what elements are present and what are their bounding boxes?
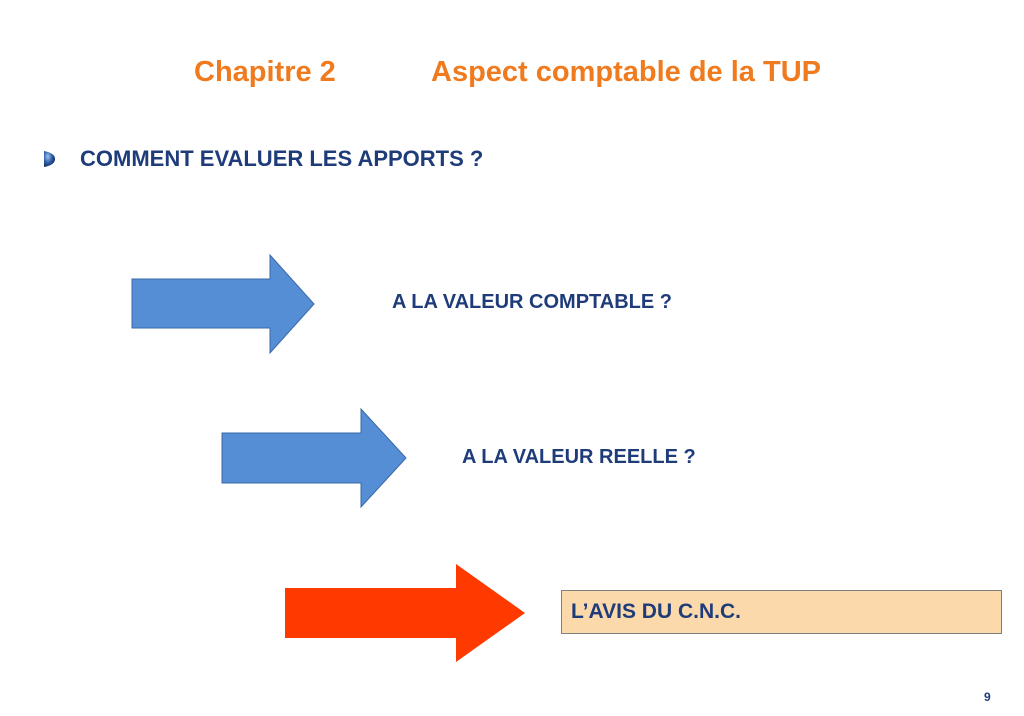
avis-cnc-box: L’AVIS DU C.N.C. [561, 590, 1002, 634]
right-arrow-icon [285, 564, 525, 662]
title-topic: Aspect comptable de la TUP [431, 56, 821, 88]
slide-title: Chapitre 2 Aspect comptable de la TUP [0, 56, 1024, 96]
option-valeur-reelle: A LA VALEUR REELLE ? [462, 446, 696, 468]
title-chapter: Chapitre 2 [194, 56, 336, 88]
right-arrow-icon [221, 408, 407, 509]
bullet-text: COMMENT EVALUER LES APPORTS ? [80, 146, 484, 171]
right-arrow-icon [131, 254, 315, 355]
bullet-sphere-icon [44, 151, 55, 167]
option-avis-cnc: L’AVIS DU C.N.C. [571, 600, 741, 623]
option-valeur-comptable: A LA VALEUR COMPTABLE ? [392, 291, 672, 313]
page-number: 9 [984, 690, 991, 704]
